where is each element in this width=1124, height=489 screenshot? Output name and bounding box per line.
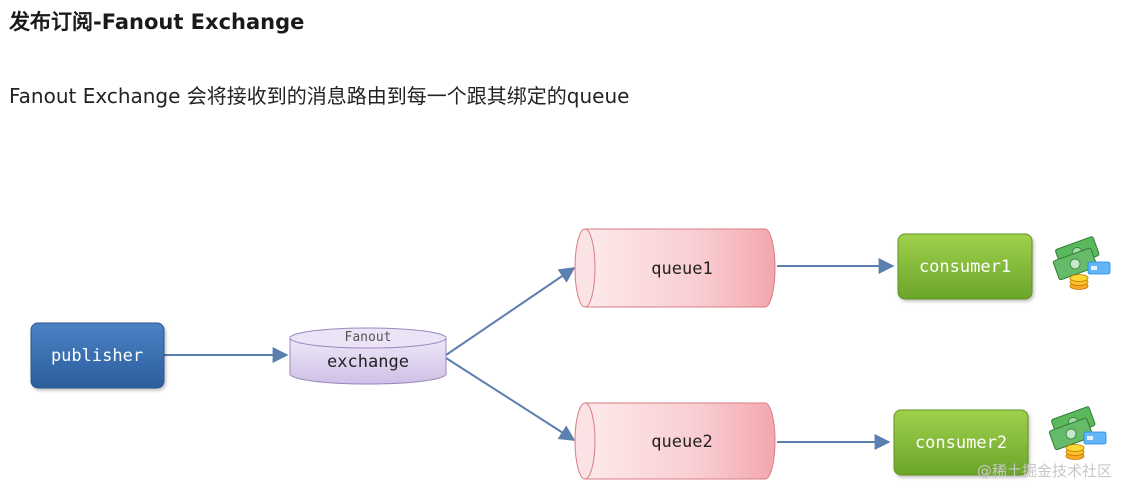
- edge-exchange-queue1: [445, 267, 576, 356]
- publisher-node: [30, 322, 165, 389]
- edge-exchange-queue2: [445, 357, 576, 441]
- consumer2-node: [893, 409, 1029, 476]
- exchange-label: exchange: [327, 352, 409, 372]
- queue1-label: queue1: [651, 259, 712, 279]
- consumer1-node: [897, 233, 1033, 300]
- queue2-node: [574, 402, 776, 480]
- queue2-label: queue2: [651, 432, 712, 452]
- publisher-label: publisher: [51, 346, 143, 366]
- edges: [164, 258, 895, 450]
- page-title: 发布订阅-Fanout Exchange: [9, 10, 305, 34]
- money-icon: [1052, 236, 1111, 290]
- queue1-node: [574, 228, 776, 308]
- consumer2-label: consumer2: [915, 433, 1007, 453]
- watermark: @稀土掘金技术社区: [976, 462, 1112, 480]
- exchange-type-label: Fanout: [345, 330, 392, 345]
- money-icon: [1048, 406, 1107, 460]
- exchange-node: [289, 327, 447, 385]
- consumer1-label: consumer1: [919, 257, 1011, 277]
- description: Fanout Exchange 会将接收到的消息路由到每一个跟其绑定的queue: [9, 84, 630, 108]
